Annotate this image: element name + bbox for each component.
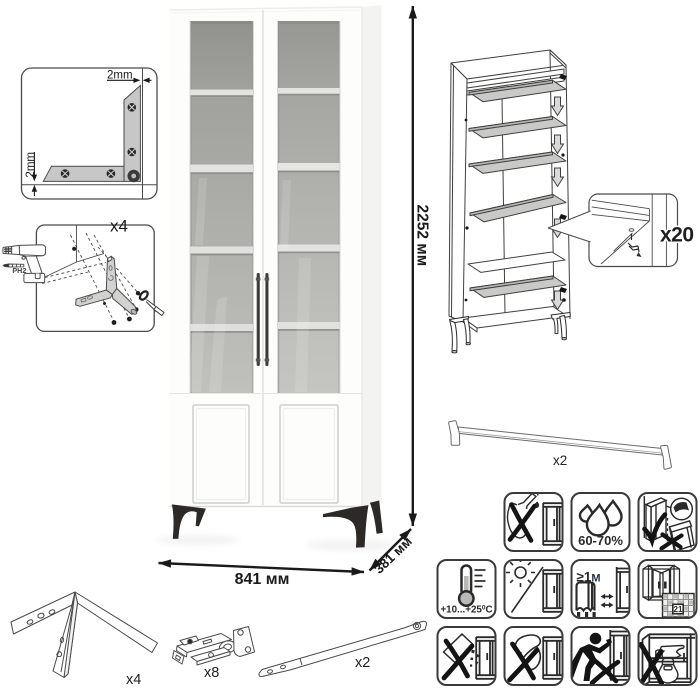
svg-text:841 мм: 841 мм (235, 571, 290, 588)
svg-text:x2: x2 (553, 453, 567, 468)
svg-text:21: 21 (674, 605, 683, 614)
svg-text:PH2: PH2 (12, 266, 26, 275)
svg-text:x8: x8 (204, 665, 219, 681)
svg-text:60-70%: 60-70% (578, 533, 623, 548)
svg-text:x4: x4 (126, 672, 141, 688)
svg-text:2mm: 2mm (107, 70, 133, 82)
svg-text:+10...+250C: +10...+250C (440, 605, 492, 616)
svg-text:≥1M: ≥1M (577, 570, 601, 585)
svg-text:2252 мм: 2252 мм (414, 205, 431, 267)
svg-text:x20: x20 (660, 224, 694, 247)
svg-text:x4: x4 (110, 217, 128, 236)
svg-text:381 мм: 381 мм (371, 534, 415, 577)
svg-text:x2: x2 (355, 655, 370, 671)
svg-text:2mm: 2mm (25, 152, 37, 178)
